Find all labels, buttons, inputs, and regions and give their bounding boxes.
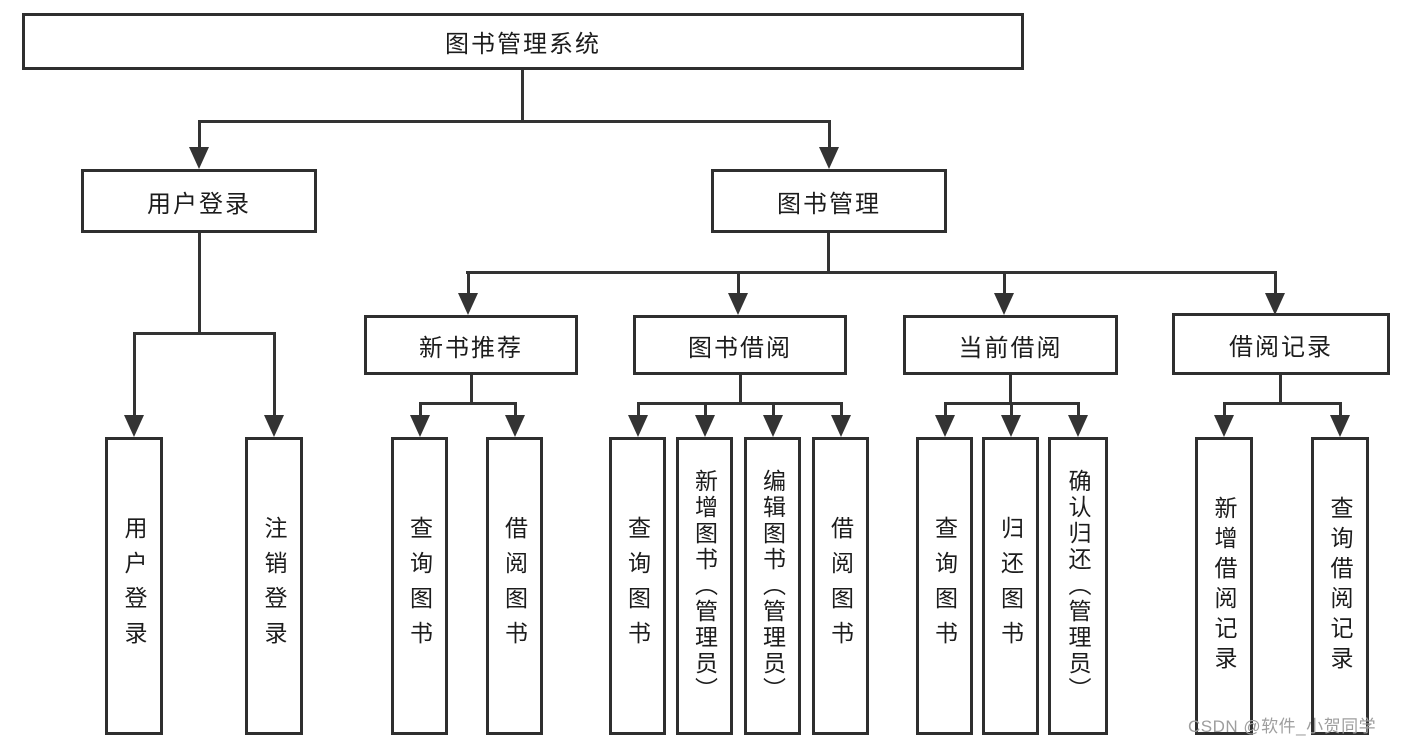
arrow-borrow-leaf-1 (628, 402, 648, 437)
leaf-edit-book-admin: 编辑图书（管理员） (744, 437, 801, 735)
connector-borrow-stem (739, 375, 742, 405)
leaf-logout: 注销登录 (245, 437, 303, 735)
connector-book-mgmt-stem (827, 233, 830, 274)
node-current-borrow: 当前借阅 (903, 315, 1118, 375)
leaf-borrow-books-recommend: 借阅图书 (486, 437, 543, 735)
connector-current-stem (1009, 375, 1012, 405)
leaf-query-books-recommend: 查询图书 (391, 437, 448, 735)
leaf-user-login: 用户登录 (105, 437, 163, 735)
leaf-return-books: 归还图书 (982, 437, 1039, 735)
connector-borrow-branch (637, 402, 842, 405)
leaf-query-books-current: 查询图书 (916, 437, 973, 735)
leaf-add-borrow-record: 新增借阅记录 (1195, 437, 1253, 735)
arrow-borrow-leaf-4 (831, 402, 851, 437)
arrow-to-book-management (819, 120, 839, 169)
node-library-system: 图书管理系统 (22, 13, 1024, 70)
connector-recommend-stem (470, 375, 473, 405)
arrow-recommend-leaf-1 (410, 402, 430, 437)
arrow-to-borrow-records (1265, 271, 1285, 315)
arrow-current-leaf-1 (935, 402, 955, 437)
connector-user-login-stem (198, 233, 201, 334)
connector-recommend-branch (419, 402, 516, 405)
csdn-watermark: CSDN @软件_小贺同学 (1188, 717, 1377, 736)
connector-records-stem (1279, 375, 1282, 405)
arrow-borrow-leaf-3 (763, 402, 783, 437)
node-new-book-recommend: 新书推荐 (364, 315, 578, 375)
arrow-to-new-book-recommend (458, 271, 478, 315)
leaf-query-borrow-record: 查询借阅记录 (1311, 437, 1369, 735)
leaf-borrow-books: 借阅图书 (812, 437, 869, 735)
leaf-query-books-borrow: 查询图书 (609, 437, 666, 735)
arrow-to-leaf-logout (264, 332, 284, 437)
arrow-current-leaf-3 (1068, 402, 1088, 437)
leaf-add-book-admin: 新增图书（管理员） (676, 437, 733, 735)
arrow-current-leaf-2 (1001, 402, 1021, 437)
node-book-borrow: 图书借阅 (633, 315, 847, 375)
arrow-borrow-leaf-2 (695, 402, 715, 437)
node-borrow-records: 借阅记录 (1172, 313, 1390, 375)
arrow-recommend-leaf-2 (505, 402, 525, 437)
connector-user-login-branch (133, 332, 275, 335)
arrow-records-leaf-1 (1214, 402, 1234, 437)
arrow-to-book-borrow (728, 271, 748, 315)
connector-root-branch (198, 120, 831, 123)
leaf-confirm-return-admin: 确认归还（管理员） (1048, 437, 1108, 735)
node-book-management: 图书管理 (711, 169, 947, 233)
arrow-to-leaf-user-login (124, 332, 144, 437)
arrow-to-user-login (189, 120, 209, 169)
connector-book-mgmt-branch (466, 271, 1275, 274)
connector-records-branch (1223, 402, 1341, 405)
node-user-login: 用户登录 (81, 169, 317, 233)
arrow-to-current-borrow (994, 271, 1014, 315)
arrow-records-leaf-2 (1330, 402, 1350, 437)
connector-root-stem (521, 70, 524, 122)
